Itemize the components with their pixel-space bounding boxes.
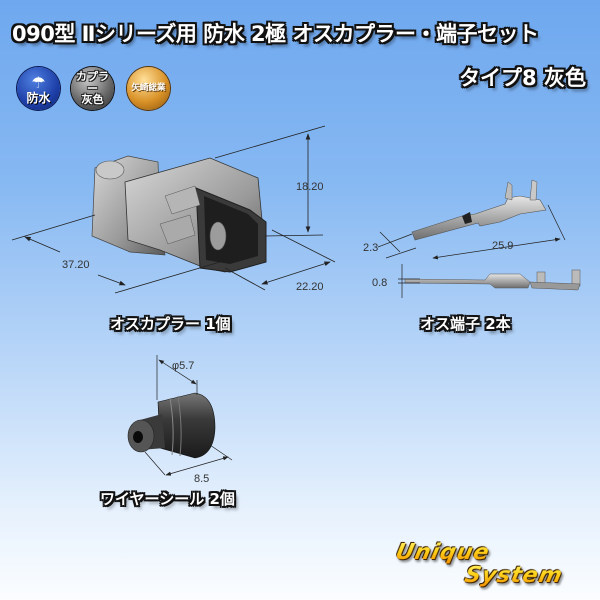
waterproof-badge: ☂ 防水 <box>17 67 60 110</box>
seal-caption: ワイヤーシール 2個 <box>100 490 235 508</box>
seal-length-dim: 8.5 <box>194 473 209 485</box>
page-title: 090型 Ⅱシリーズ用 防水 2極 オスカプラー・端子セット <box>12 22 539 46</box>
terminal-width-dim: 2.3 <box>363 242 378 254</box>
coupler-caption: オスカプラー 1個 <box>110 315 231 333</box>
seal-diameter-dim: φ5.7 <box>172 360 194 372</box>
coupler-drawing <box>91 155 267 273</box>
seal-drawing <box>127 392 216 459</box>
brand-logo-line1: Unique <box>393 540 493 565</box>
coupler-color-line1: カプラー <box>76 70 109 95</box>
coupler-length-dim: 37.20 <box>62 259 90 271</box>
terminal-side-drawing <box>404 269 581 291</box>
terminal-thickness-dim: 0.8 <box>372 277 387 289</box>
waterproof-label: 防水 <box>26 90 51 105</box>
maker-label: 矢崎総業 <box>131 83 166 94</box>
maker-badge: 矢崎総業 <box>127 67 170 110</box>
coupler-width-dim: 22.20 <box>296 281 324 293</box>
terminal-caption: オス端子 2本 <box>420 315 511 333</box>
coupler-color-line2: 灰色 <box>81 93 104 107</box>
page-subtitle: タイプ8 灰色 <box>459 66 586 90</box>
coupler-color-badge: カプラー 灰色 <box>71 67 114 110</box>
brand-logo-line2: System <box>462 563 566 588</box>
terminal-drawing <box>411 179 547 241</box>
terminal-length-dim: 25.9 <box>492 240 513 252</box>
coupler-height-dim: 18.20 <box>296 181 324 193</box>
umbrella-icon: ☂ <box>31 72 46 92</box>
